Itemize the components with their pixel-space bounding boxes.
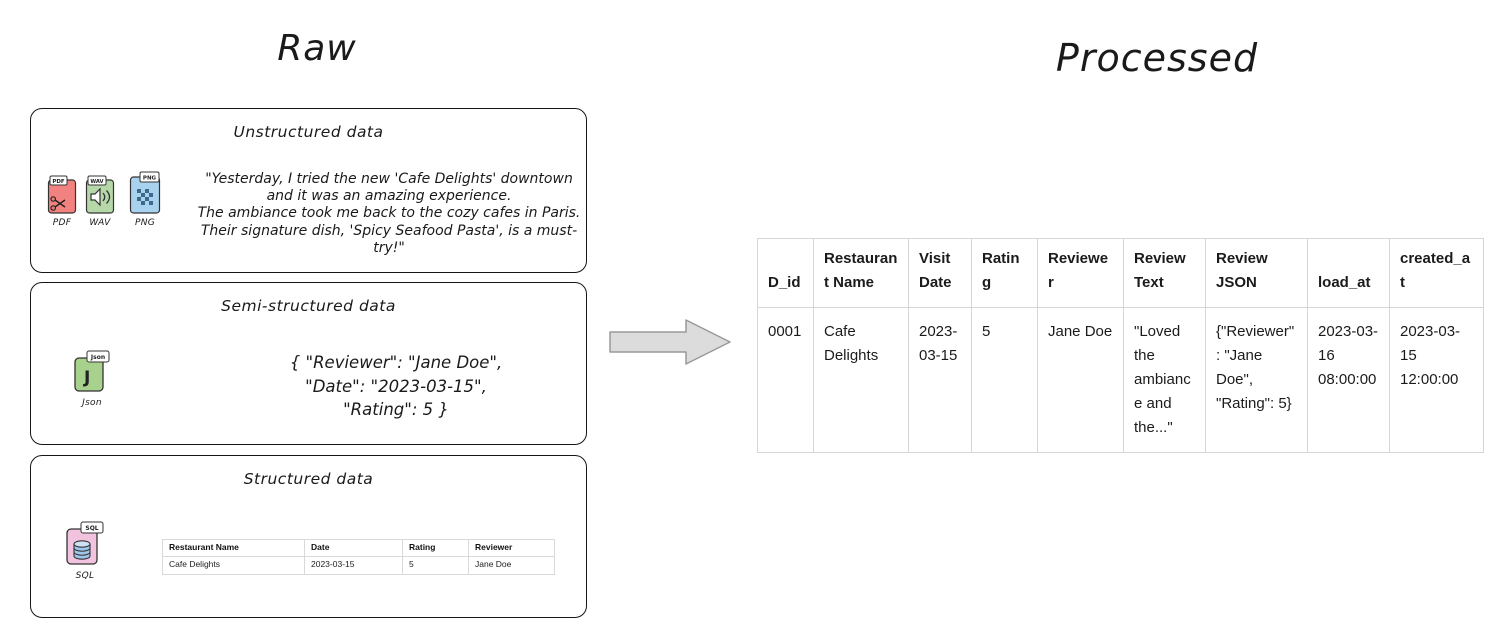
unstructured-quote: "Yesterday, I tried the new 'Cafe Deligh… bbox=[191, 171, 587, 257]
wav-file-icon: WAV WAV bbox=[85, 175, 115, 228]
cell-load-at: 2023-03-16 08:00:00 bbox=[1307, 307, 1390, 453]
svg-text:PDF: PDF bbox=[52, 179, 65, 185]
processed-table: D_id Restaurant Name Visit Date Rating R… bbox=[757, 238, 1484, 453]
cell-reviewer: Jane Doe bbox=[1037, 307, 1124, 453]
semi-structured-data-box: Semi-structured data Json J Json { "Revi… bbox=[30, 282, 587, 445]
quote-line: The ambiance took me back to the cozy ca… bbox=[197, 205, 581, 222]
pdf-file-icon: PDF PDF bbox=[47, 175, 77, 228]
processed-table-row: 0001 Cafe Delights 2023-03-15 5 Jane Doe… bbox=[757, 307, 1484, 453]
mini-header-restaurant-name: Restaurant Name bbox=[162, 539, 305, 557]
header-d-id: D_id bbox=[757, 238, 814, 308]
pdf-icon-caption: PDF bbox=[52, 218, 72, 228]
mini-table-row: Cafe Delights 2023-03-15 5 Jane Doe bbox=[162, 555, 555, 575]
mini-cell-reviewer: Jane Doe bbox=[468, 555, 555, 575]
json-file-icon: Json J Json bbox=[73, 349, 111, 408]
processed-section-title: Processed bbox=[1055, 36, 1259, 80]
unstructured-data-box: Unstructured data PDF PDF WAV bbox=[30, 108, 587, 273]
processed-table-header-row: D_id Restaurant Name Visit Date Rating R… bbox=[757, 238, 1484, 308]
wav-file-icon-graphic: WAV bbox=[85, 175, 115, 214]
json-file-icon-graphic: Json J bbox=[74, 350, 110, 392]
sql-icon-caption: SQL bbox=[75, 571, 95, 581]
quote-line: and it was an amazing experience. bbox=[266, 188, 512, 205]
cell-rating: 5 bbox=[971, 307, 1038, 453]
structured-data-title: Structured data bbox=[243, 470, 374, 488]
svg-text:WAV: WAV bbox=[90, 179, 103, 185]
sql-file-icon: SQL SQL bbox=[65, 520, 105, 581]
cell-restaurant-name: Cafe Delights bbox=[813, 307, 909, 453]
semi-structured-data-title: Semi-structured data bbox=[221, 297, 396, 315]
unstructured-data-title: Unstructured data bbox=[233, 123, 384, 141]
mini-cell-restaurant-name: Cafe Delights bbox=[162, 555, 305, 575]
wav-icon-caption: WAV bbox=[89, 218, 111, 228]
pdf-file-icon-graphic: PDF bbox=[47, 175, 77, 214]
mini-header-date: Date bbox=[304, 539, 403, 557]
json-line: { "Reviewer": "Jane Doe", bbox=[289, 353, 503, 372]
cell-visit-date: 2023-03-15 bbox=[908, 307, 972, 453]
png-icon-caption: PNG bbox=[134, 218, 156, 228]
header-load-at: load_at bbox=[1307, 238, 1390, 308]
svg-text:J: J bbox=[83, 368, 90, 388]
json-snippet: { "Reviewer": "Jane Doe", "Date": "2023-… bbox=[251, 351, 541, 422]
json-icon-caption: Json bbox=[82, 398, 102, 408]
mini-table-header-row: Restaurant Name Date Rating Reviewer bbox=[162, 539, 555, 557]
mini-header-rating: Rating bbox=[402, 539, 469, 557]
flow-arrow-icon bbox=[609, 319, 731, 365]
png-file-icon-graphic: PNG bbox=[129, 171, 161, 214]
mini-cell-date: 2023-03-15 bbox=[304, 555, 403, 575]
svg-text:SQL: SQL bbox=[85, 525, 98, 532]
cell-created-at: 2023-03-15 12:00:00 bbox=[1389, 307, 1484, 453]
quote-line: "Yesterday, I tried the new 'Cafe Deligh… bbox=[205, 171, 573, 187]
header-restaurant-name: Restaurant Name bbox=[813, 238, 909, 308]
cell-d-id: 0001 bbox=[757, 307, 814, 453]
header-visit-date: Visit Date bbox=[908, 238, 972, 308]
sql-file-icon-graphic: SQL bbox=[66, 521, 104, 565]
raw-section-title: Raw bbox=[277, 28, 357, 69]
cell-review-text: "Loved the ambiance and the..." bbox=[1123, 307, 1206, 453]
header-review-json: Review JSON bbox=[1205, 238, 1308, 308]
json-line: "Date": "2023-03-15", bbox=[305, 376, 487, 396]
mini-header-reviewer: Reviewer bbox=[468, 539, 555, 557]
png-file-icon: PNG PNG bbox=[129, 171, 161, 228]
header-review-text: Review Text bbox=[1123, 238, 1206, 308]
header-rating: Rating bbox=[971, 238, 1038, 308]
svg-text:PNG: PNG bbox=[143, 176, 157, 182]
header-created-at: created_at bbox=[1389, 238, 1484, 308]
cell-review-json: {"Reviewer": "Jane Doe", "Rating": 5} bbox=[1205, 307, 1308, 453]
svg-text:Json: Json bbox=[90, 354, 105, 361]
json-line: "Rating": 5 } bbox=[343, 400, 449, 419]
header-reviewer: Reviewer bbox=[1037, 238, 1124, 308]
structured-data-box: Structured data SQL SQL Restaurant Name … bbox=[30, 455, 587, 618]
quote-line: Their signature dish, 'Spicy Seafood Pas… bbox=[200, 222, 578, 256]
structured-mini-table: Restaurant Name Date Rating Reviewer Caf… bbox=[162, 539, 555, 575]
mini-cell-rating: 5 bbox=[402, 555, 469, 575]
